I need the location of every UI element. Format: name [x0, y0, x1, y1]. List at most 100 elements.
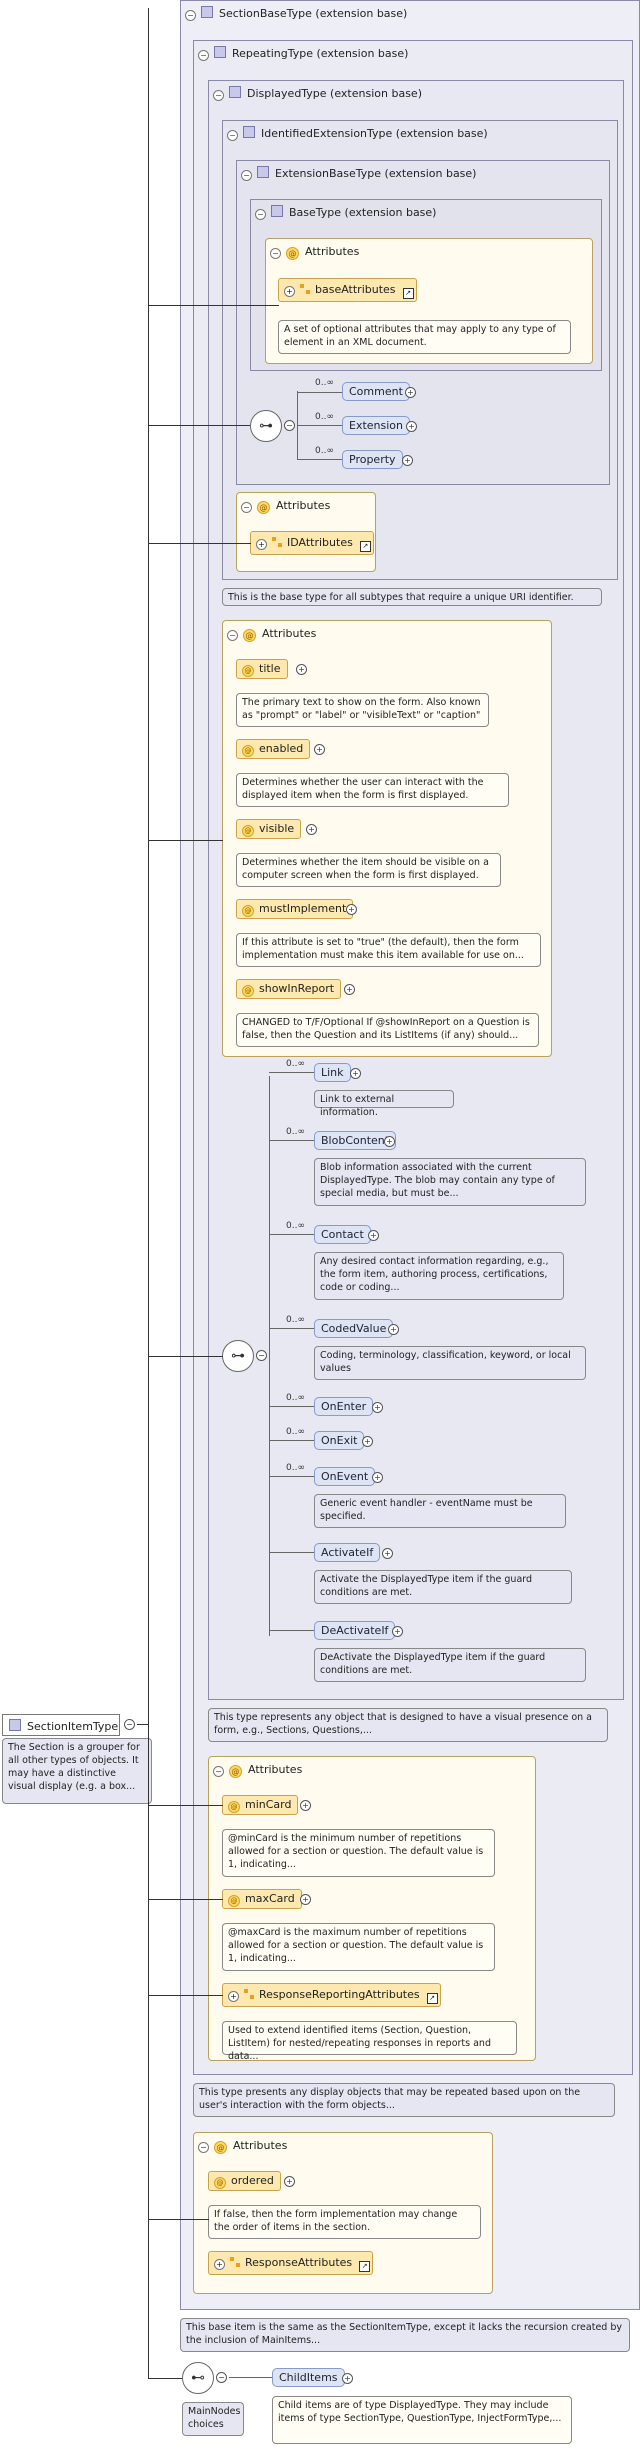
choice-icon[interactable]: ⊷	[182, 2362, 214, 2394]
attribute-doc: Determines whether the user can interact…	[236, 773, 509, 807]
attribute-max-card[interactable]: @maxCard	[222, 1889, 302, 1909]
collapse-toggle[interactable]: −	[198, 50, 209, 61]
collapse-toggle[interactable]: −	[198, 2142, 209, 2153]
attribute-doc: Determines whether the item should be vi…	[236, 853, 501, 887]
expand-toggle[interactable]: +	[284, 286, 295, 297]
attributes-label: Attributes	[262, 627, 317, 640]
group-label: ResponseReportingAttributes	[259, 1988, 420, 2001]
expand-toggle[interactable]: +	[300, 1894, 311, 1905]
element-property[interactable]: Property	[342, 450, 403, 469]
sequence-icon[interactable]: ⊶	[250, 410, 282, 442]
expand-toggle[interactable]: +	[372, 1472, 383, 1483]
group-label: baseAttributes	[315, 283, 396, 296]
attribute-icon: @	[242, 665, 254, 677]
element-deactivateif[interactable]: DeActivateIf	[314, 1621, 396, 1640]
expand-toggle[interactable]: +	[388, 1324, 399, 1335]
multiplicity: 0..∞	[286, 1059, 305, 1069]
expand-toggle[interactable]: +	[344, 984, 355, 995]
attribute-visible[interactable]: @visible	[236, 819, 302, 839]
attribute-name: enabled	[259, 742, 304, 755]
expand-toggle[interactable]: +	[362, 1436, 373, 1447]
connector	[148, 1805, 223, 1806]
collapse-toggle[interactable]: −	[255, 209, 266, 220]
response-reporting-group[interactable]: + ResponseReportingAttributes ↗	[222, 1983, 441, 2007]
expand-toggle[interactable]: +	[214, 2259, 225, 2270]
attribute-title[interactable]: @title	[236, 659, 288, 679]
attribute-ordered[interactable]: @ordered	[208, 2171, 281, 2191]
multiplicity: 0..∞	[286, 1315, 305, 1325]
attribute-show-in-report[interactable]: @showInReport	[236, 979, 342, 999]
attribute-enabled[interactable]: @enabled	[236, 739, 311, 759]
attribute-min-card[interactable]: @minCard	[222, 1795, 299, 1815]
sequence-toggle[interactable]: −	[284, 420, 295, 431]
element-child-items[interactable]: ChildItems	[272, 2368, 345, 2387]
expand-toggle[interactable]: +	[284, 2176, 295, 2187]
element-extension[interactable]: Extension	[342, 416, 411, 435]
link-icon[interactable]: ↗	[359, 541, 371, 552]
collapse-toggle[interactable]: −	[213, 1766, 224, 1777]
expand-toggle[interactable]: +	[256, 539, 267, 550]
multiplicity: 0..∞	[286, 1221, 305, 1231]
attribute-icon: @	[229, 1765, 242, 1778]
root-element[interactable]: SectionItemType	[2, 1714, 120, 1736]
expand-toggle[interactable]: +	[405, 387, 416, 398]
expand-toggle[interactable]: +	[296, 664, 307, 675]
expand-toggle[interactable]: +	[368, 1230, 379, 1241]
child-items-doc: Child items are of type DisplayedType. T…	[272, 2396, 572, 2444]
root-expand-toggle[interactable]: −	[124, 1719, 135, 1730]
expand-toggle[interactable]: +	[342, 2373, 353, 2384]
expand-toggle[interactable]: +	[382, 1548, 393, 1559]
link-icon[interactable]: ↗	[359, 2261, 371, 2272]
base-attributes-group[interactable]: + baseAttributes ↗	[278, 278, 417, 302]
connector	[148, 425, 250, 426]
collapse-toggle[interactable]: −	[270, 248, 281, 259]
element-activateif[interactable]: ActivateIf	[314, 1543, 381, 1562]
base-attributes-doc: A set of optional attributes that may ap…	[278, 320, 571, 354]
attribute-icon: @	[242, 905, 254, 917]
expand-toggle[interactable]: +	[228, 1991, 239, 2002]
link-icon[interactable]: ↗	[426, 1993, 438, 2004]
sequence-toggle[interactable]: −	[256, 1350, 267, 1361]
expand-toggle[interactable]: +	[402, 455, 413, 466]
element-link[interactable]: Link	[314, 1063, 351, 1082]
type-label: BaseType (extension base)	[289, 206, 437, 219]
collapse-toggle[interactable]: −	[227, 630, 238, 641]
expand-toggle[interactable]: +	[392, 1626, 403, 1637]
element-onexit[interactable]: OnExit	[314, 1431, 365, 1450]
expand-toggle[interactable]: +	[350, 1068, 361, 1079]
link-icon[interactable]: ↗	[402, 288, 414, 299]
collapse-toggle[interactable]: −	[213, 90, 224, 101]
choice-toggle[interactable]: −	[216, 2372, 227, 2383]
group-icon	[244, 1989, 254, 1999]
id-attributes-group[interactable]: +IDAttributes↗	[250, 531, 374, 555]
element-contact[interactable]: Contact	[314, 1225, 371, 1244]
attributes-label: Attributes	[248, 1763, 303, 1776]
element-codedvalue[interactable]: CodedValue	[314, 1319, 394, 1338]
element-doc: DeActivate the DisplayedType item if the…	[314, 1648, 586, 1682]
multiplicity: 0..∞	[315, 378, 334, 388]
collapse-toggle[interactable]: −	[185, 10, 196, 21]
root-connector	[137, 1724, 149, 1725]
root-label: SectionItemType	[27, 1720, 119, 1733]
response-attributes-group[interactable]: +ResponseAttributes↗	[208, 2251, 374, 2275]
expand-toggle[interactable]: +	[346, 904, 357, 915]
element-blobcontent[interactable]: BlobContent	[314, 1131, 397, 1150]
seq-branch	[269, 1406, 314, 1407]
attribute-must-implement[interactable]: @mustImplement	[236, 899, 354, 919]
expand-toggle[interactable]: +	[372, 1402, 383, 1413]
collapse-toggle[interactable]: −	[241, 502, 252, 513]
element-doc: Activate the DisplayedType item if the g…	[314, 1570, 572, 1604]
expand-toggle[interactable]: +	[384, 1136, 395, 1147]
expand-toggle[interactable]: +	[406, 421, 417, 432]
type-label: RepeatingType (extension base)	[232, 47, 409, 60]
expand-toggle[interactable]: +	[314, 744, 325, 755]
element-onevent[interactable]: OnEvent	[314, 1467, 376, 1486]
expand-toggle[interactable]: +	[306, 824, 317, 835]
element-comment[interactable]: Comment	[342, 382, 410, 401]
expand-toggle[interactable]: +	[300, 1800, 311, 1811]
element-onenter[interactable]: OnEnter	[314, 1397, 374, 1416]
collapse-toggle[interactable]: −	[227, 130, 238, 141]
collapse-toggle[interactable]: −	[241, 170, 252, 181]
seq-branch	[297, 392, 342, 393]
sequence-icon[interactable]: ⊶	[222, 1340, 254, 1372]
